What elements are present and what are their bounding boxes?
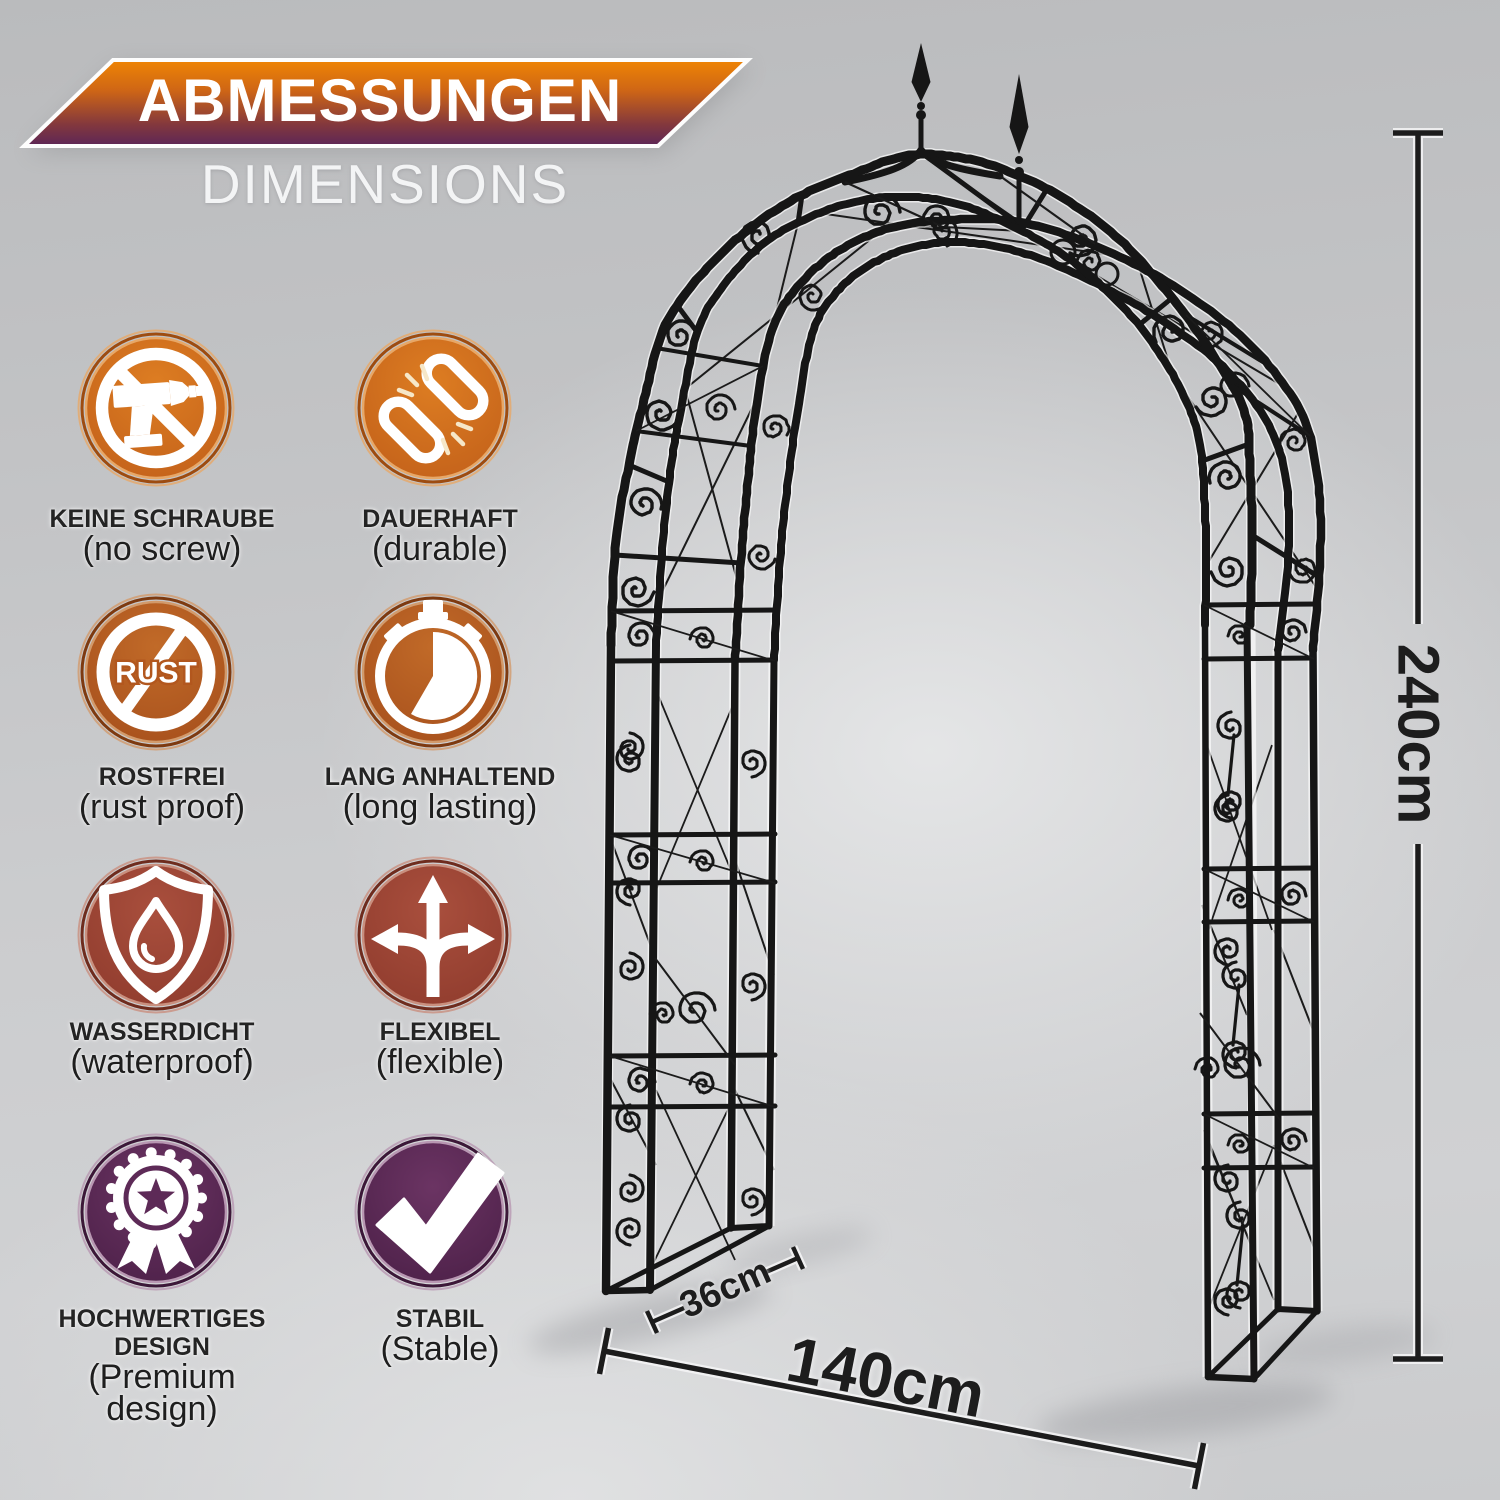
- svg-text:RUST: RUST: [115, 657, 197, 690]
- svg-text:140cm: 140cm: [781, 1323, 990, 1432]
- svg-text:240cm: 240cm: [1386, 644, 1451, 825]
